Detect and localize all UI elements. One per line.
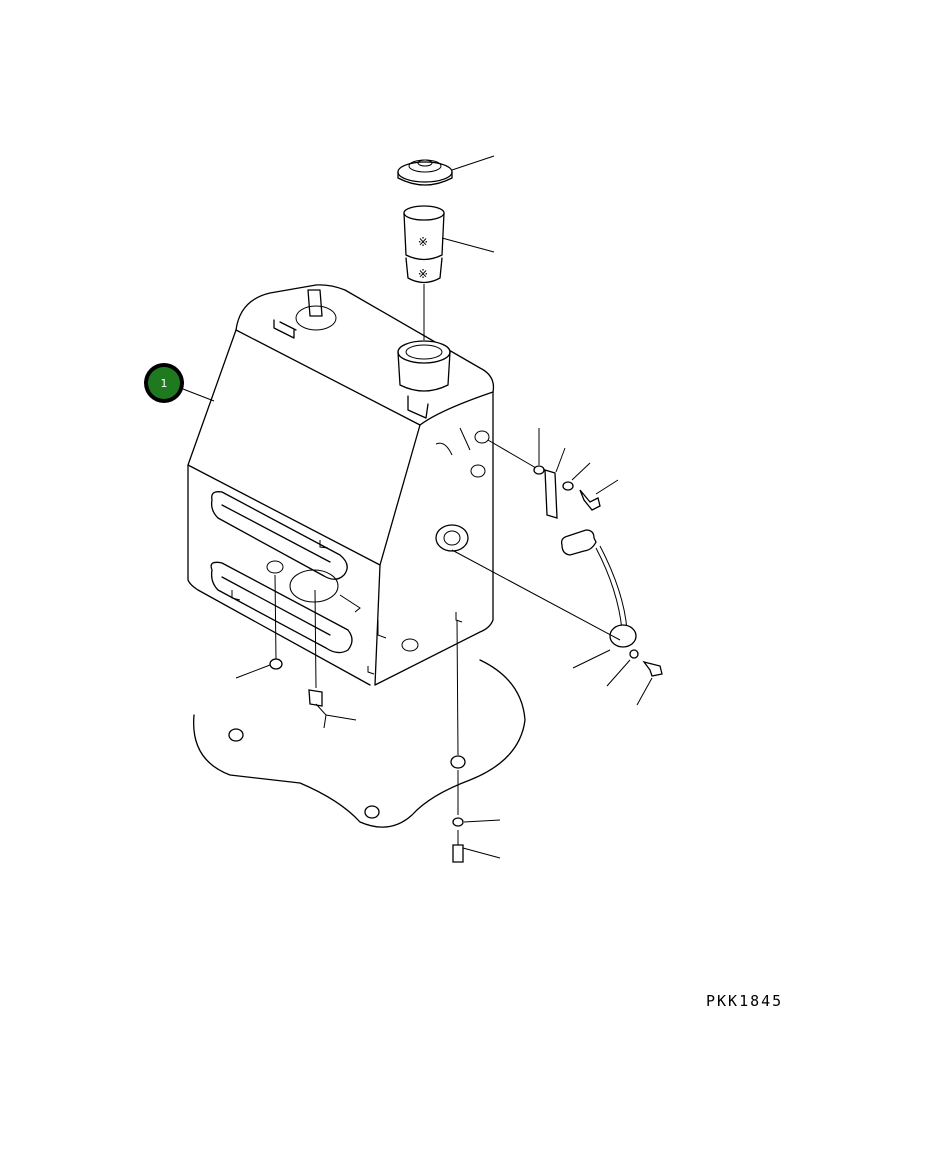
- svg-text:※: ※: [418, 235, 428, 249]
- level-gauge: [451, 529, 663, 706]
- tank-body: [187, 284, 495, 686]
- callout-label: 1: [161, 377, 168, 390]
- bracket-assembly: [487, 428, 619, 519]
- strainer-element: ※ ※: [403, 205, 495, 340]
- base-plate-outline: [192, 659, 526, 828]
- svg-text:※: ※: [418, 267, 428, 281]
- drain-plug-parts: [235, 574, 501, 863]
- drawing-code: PKK1845: [706, 992, 783, 1010]
- callout-badge-1[interactable]: 1: [144, 363, 215, 403]
- breather-cap: [397, 155, 495, 186]
